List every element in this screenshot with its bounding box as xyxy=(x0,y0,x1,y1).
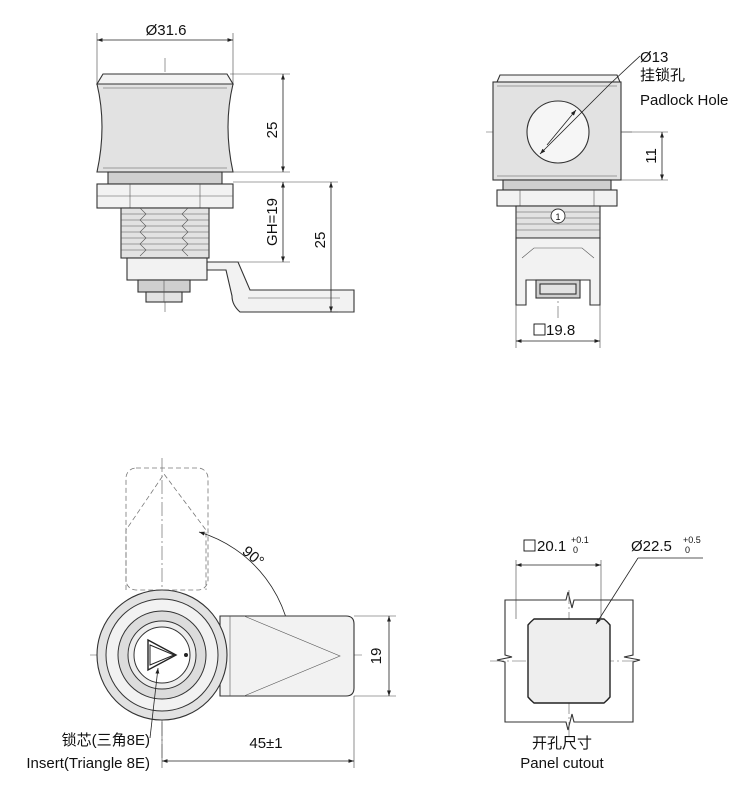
cutout-square-dim: 20.1 xyxy=(537,538,566,555)
dim-19: 19 xyxy=(368,648,385,665)
insert-label-en: Insert(Triangle 8E) xyxy=(26,755,150,772)
cutout-label-en: Panel cutout xyxy=(520,755,604,772)
bottom-view: 90° 19 45±1 锁芯(三角8E) Insert(Triangle 8E) xyxy=(26,458,396,772)
cutout-diameter-dim: Ø22.5 xyxy=(631,538,672,555)
marker-1: 1 xyxy=(555,212,560,222)
padlock-label-cn: 挂锁孔 xyxy=(640,67,685,84)
cutout-dia-tol-lower: 0 xyxy=(685,545,690,555)
cutout-label-cn: 开孔尺寸 xyxy=(532,735,592,752)
square-symbol-icon xyxy=(523,539,536,552)
dim-gh-19: GH=19 xyxy=(264,198,281,246)
side-view: 1 11 19.8 Ø13 挂锁孔 Padlock Hole xyxy=(486,49,728,348)
padlock-diameter: Ø13 xyxy=(640,49,668,66)
dim-diameter-31-6: Ø31.6 xyxy=(146,22,187,39)
dim-45: 45±1 xyxy=(249,735,282,752)
dim-total-25: 25 xyxy=(312,232,329,249)
cutout-dia-tol-upper: +0.5 xyxy=(683,535,701,545)
panel-cutout-view: 20.1 +0.1 0 Ø22.5 +0.5 0 开孔尺寸 Panel cuto… xyxy=(490,535,703,772)
front-view: Ø31.6 xyxy=(96,22,355,313)
padlock-label-en: Padlock Hole xyxy=(640,92,728,109)
cutout-square-tol-upper: +0.1 xyxy=(571,535,589,545)
dim-11: 11 xyxy=(643,148,660,164)
dim-square-19-8: 19.8 xyxy=(546,322,575,339)
cutout-square-tol-lower: 0 xyxy=(573,545,578,555)
dim-body-25: 25 xyxy=(264,122,281,139)
square-symbol-icon xyxy=(533,323,546,336)
angle-90: 90° xyxy=(239,543,267,571)
insert-label-cn: 锁芯(三角8E) xyxy=(62,732,150,749)
